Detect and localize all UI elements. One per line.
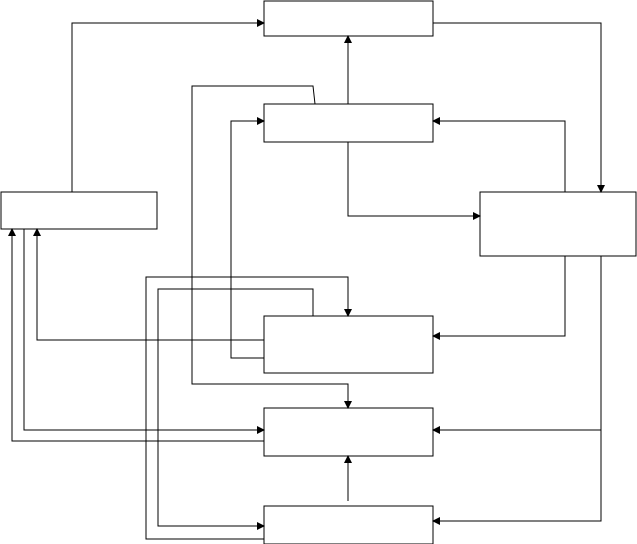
connector-lower2-to-left (8, 228, 264, 442)
connector-right-to-bottom (432, 430, 602, 525)
box-bottom (263, 505, 434, 544)
connector-right-to-lower1 (432, 256, 566, 340)
connector-bottom-loop-to-lower1 (145, 276, 352, 540)
connector-lower1-to-left (33, 228, 264, 341)
box-left (0, 191, 158, 230)
box-right (479, 191, 637, 257)
connector-top-to-right (433, 22, 605, 193)
box-middle-upper (263, 103, 434, 143)
connector-right-to-lower2 (432, 256, 602, 434)
connector-lower1-loop-to-bottom (157, 288, 314, 530)
connector-middle-to-right (347, 142, 481, 220)
box-lower-2 (263, 407, 434, 457)
connector-right-to-middle (432, 117, 566, 192)
connector-left-to-lower2 (23, 229, 265, 434)
box-top (263, 0, 434, 37)
connector-lower1-to-middle (230, 117, 265, 359)
box-lower-1 (263, 315, 434, 374)
connector-middle-loop-to-lower2 (191, 85, 352, 409)
connector-left-to-top (71, 19, 265, 192)
